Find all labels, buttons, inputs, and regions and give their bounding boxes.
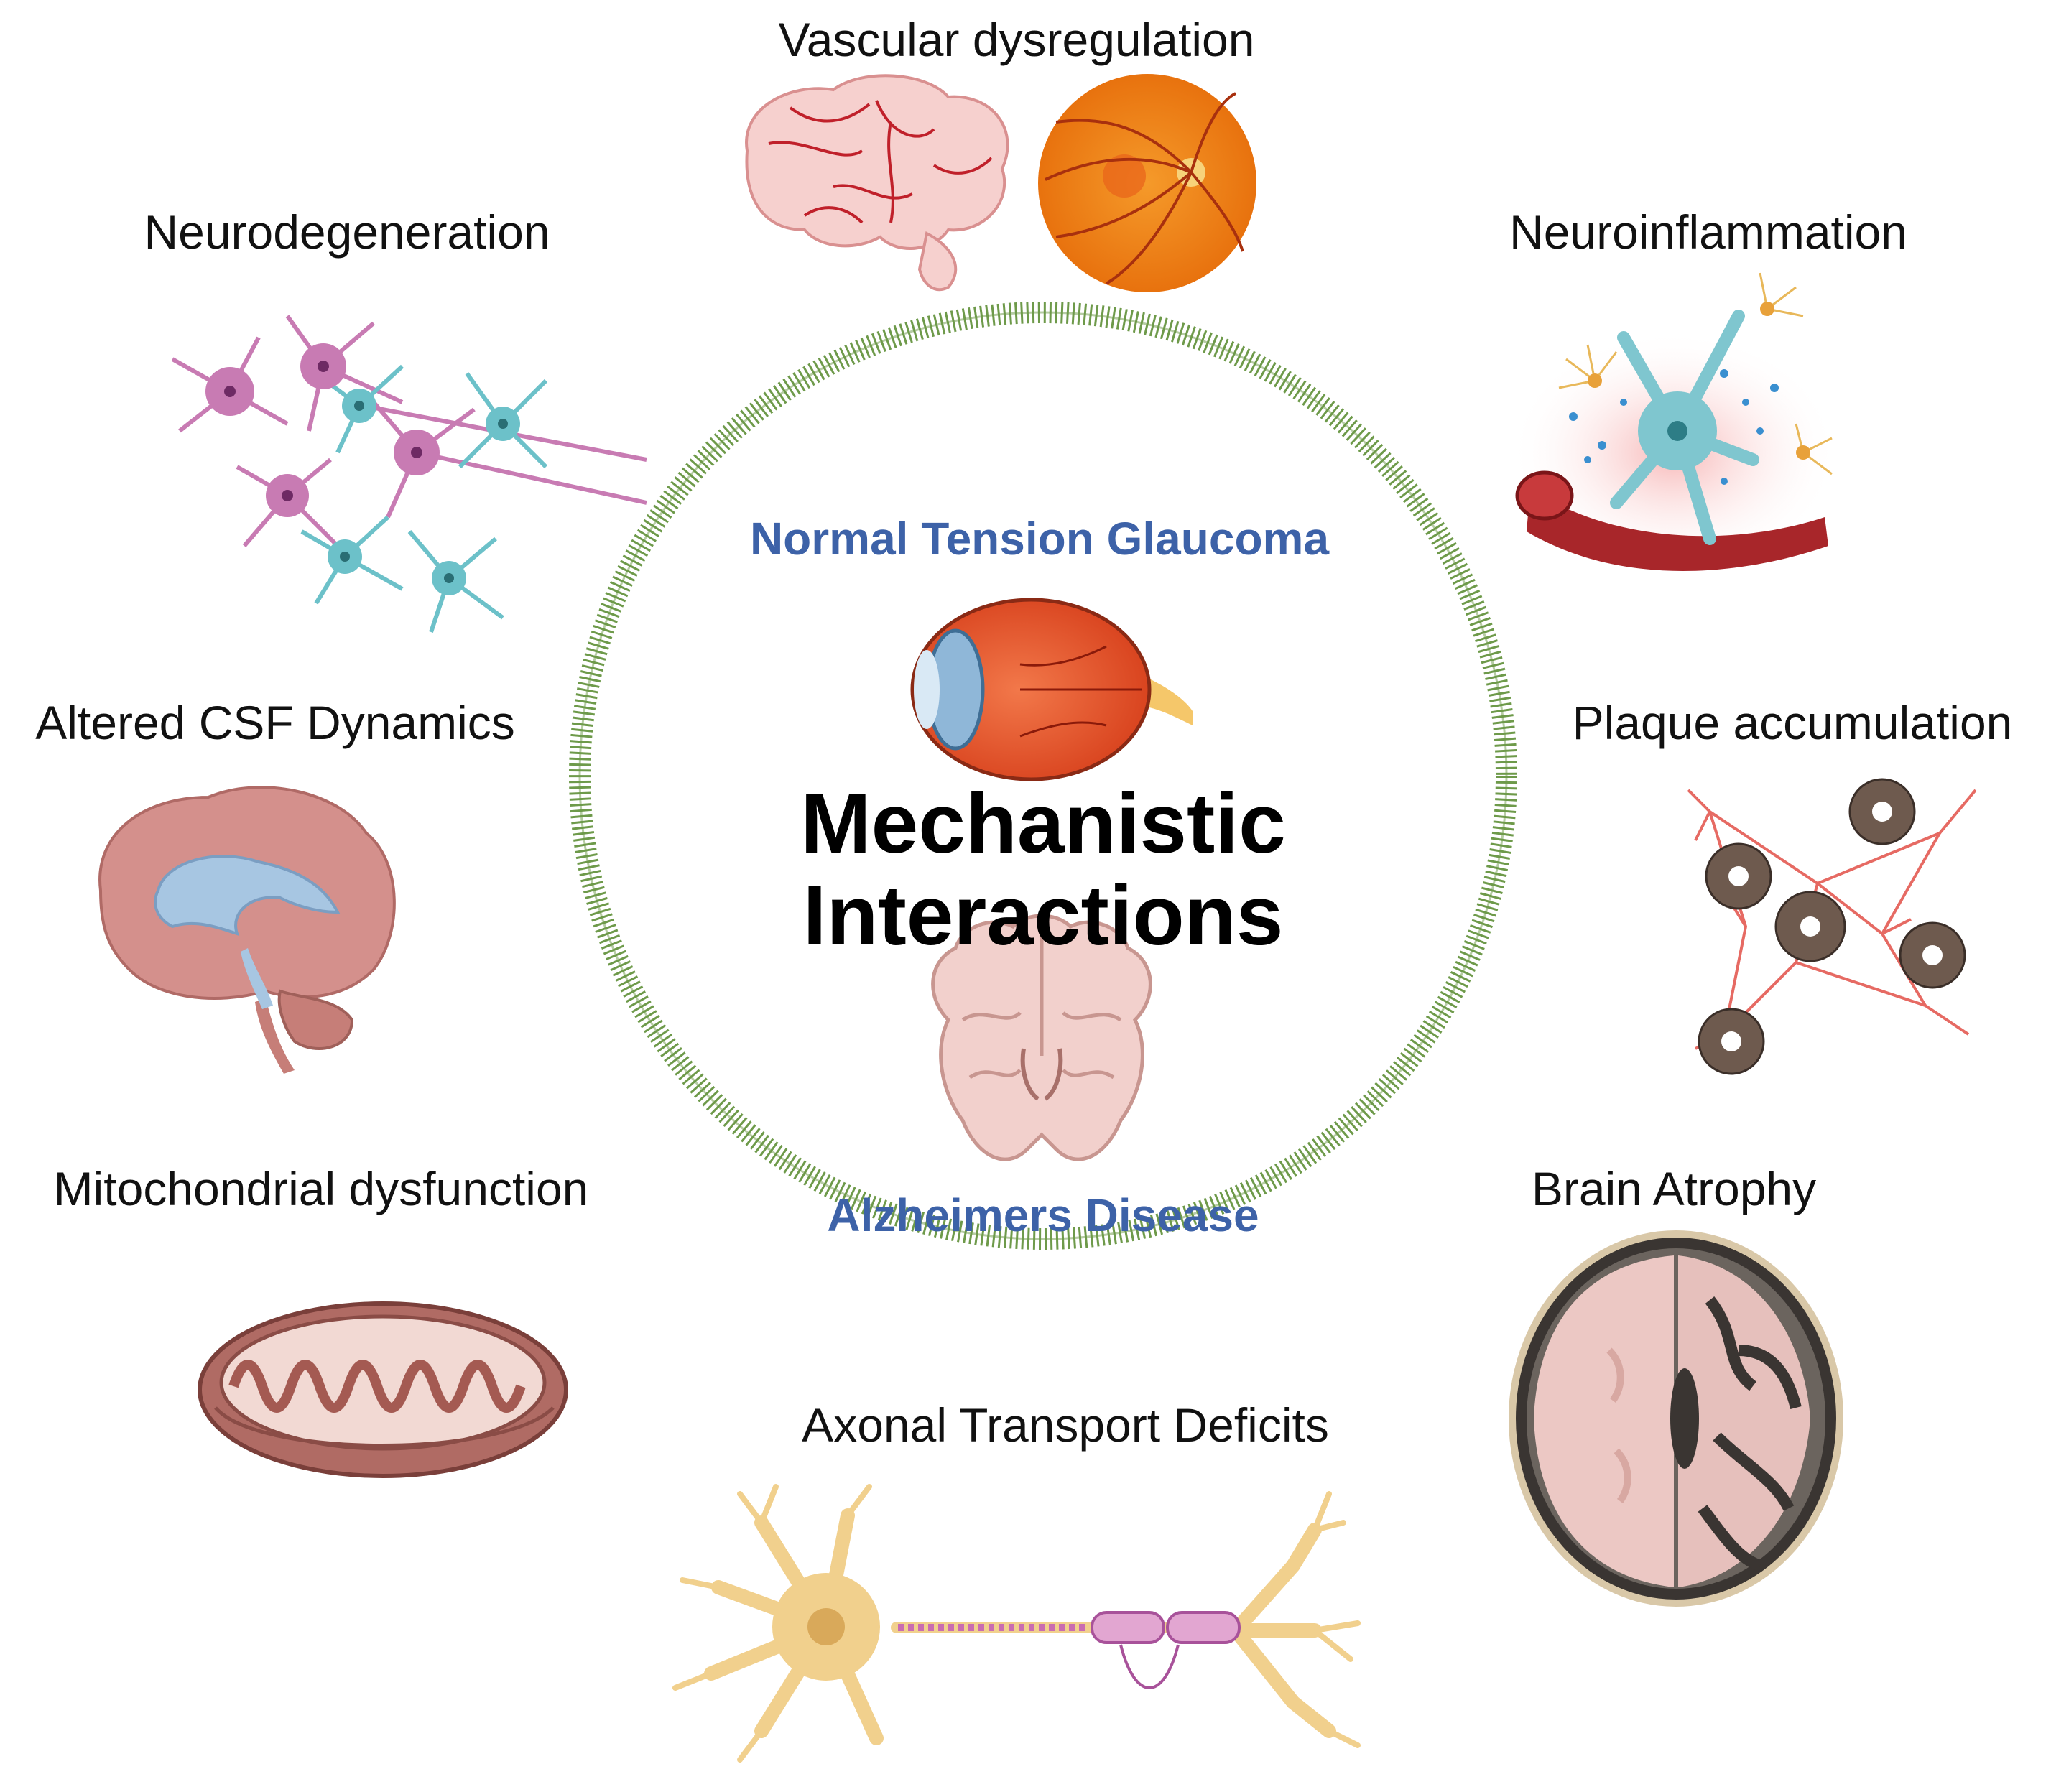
center-title-line2: Interactions [802, 868, 1284, 963]
eye-illustration [910, 598, 1193, 781]
vascular-brain-illustration [745, 74, 1009, 292]
csf-brain-illustration [98, 786, 396, 1074]
center-title: Mechanistic Interactions [800, 778, 1285, 962]
label-altered-csf-dynamics: Altered CSF Dynamics [35, 696, 515, 749]
label-plaque-accumulation: Plaque accumulation [1572, 696, 2013, 749]
label-brain-atrophy: Brain Atrophy [1531, 1162, 1817, 1215]
brain-atrophy-illustration [1509, 1230, 1843, 1607]
label-neurodegeneration: Neurodegeneration [144, 205, 550, 259]
retina-illustration [1038, 74, 1256, 292]
center-title-line1: Mechanistic [800, 776, 1286, 871]
mitochondria-illustration [198, 1301, 568, 1478]
neurodegeneration-illustration [171, 315, 647, 633]
neuroinflammation-illustration [1509, 272, 1839, 575]
label-neuroinflammation: Neuroinflammation [1509, 205, 1907, 259]
label-axonal-transport-deficits: Axonal Transport Deficits [802, 1398, 1329, 1452]
label-normal-tension-glaucoma: Normal Tension Glaucoma [749, 513, 1330, 565]
axon-neuron-illustration [672, 1484, 1361, 1763]
plaque-illustration [1687, 778, 1977, 1075]
label-alzheimers-disease: Alzheimers Disease [827, 1189, 1259, 1241]
label-vascular-dysregulation: Vascular dysregulation [778, 13, 1255, 66]
label-mitochondrial-dysfunction: Mitochondrial dysfunction [53, 1162, 589, 1215]
coronal-brain-illustration [931, 914, 1152, 1161]
mechanism-ring [569, 302, 1517, 1250]
